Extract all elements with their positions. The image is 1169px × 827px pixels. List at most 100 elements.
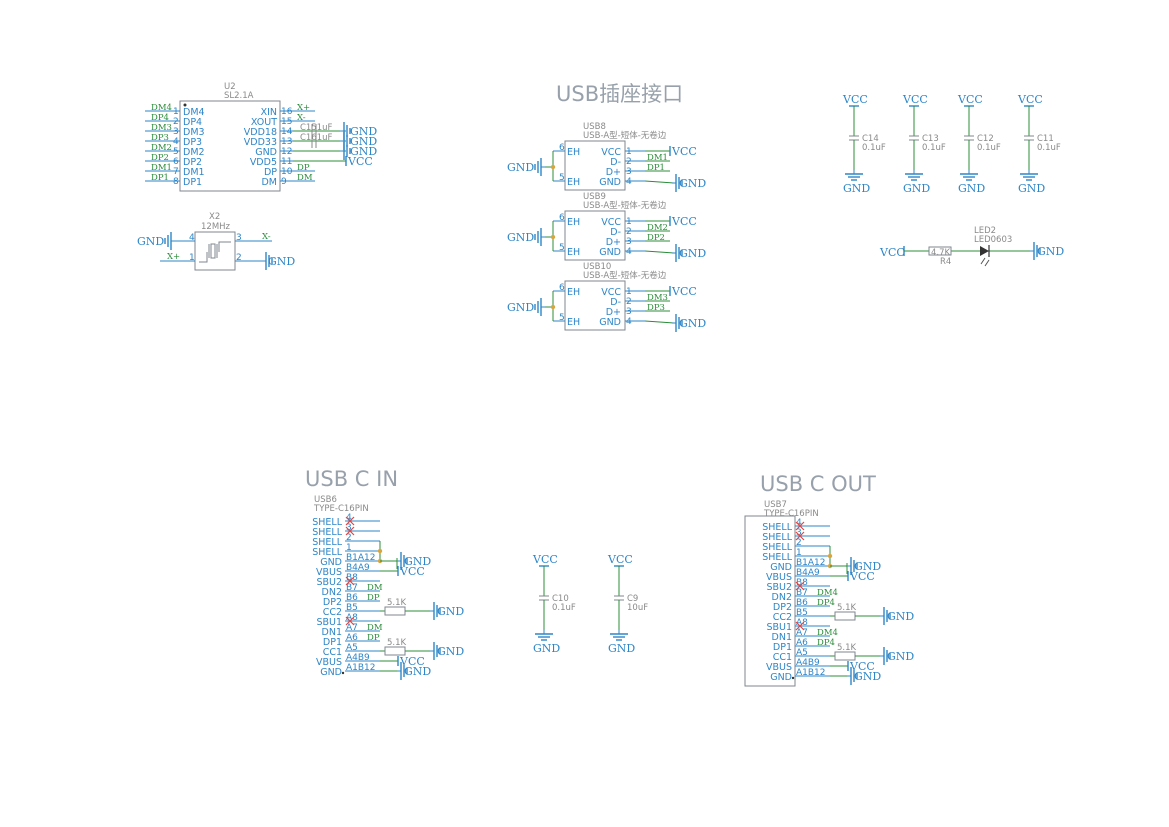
- u2-net-label: DP: [297, 163, 310, 173]
- usb-a-pin-name: GND: [599, 177, 621, 188]
- typec-pin-number: B4A9: [796, 568, 820, 578]
- u2-pin-name: GND: [255, 147, 277, 158]
- typec-net-label: DM: [367, 623, 383, 633]
- typec-marker-dot: [791, 676, 795, 680]
- u2-pin-number: 12: [281, 147, 292, 157]
- typec-pin-number: A1B12: [796, 668, 826, 678]
- x2-net-xm: X-: [262, 232, 271, 242]
- u2-pin-name: DM3: [183, 127, 205, 138]
- resistor-value: 5.1K: [387, 638, 407, 648]
- gnd-label: GND: [679, 317, 706, 330]
- no-connect-mark: [795, 531, 805, 541]
- u2-decoupling: C151uF C161uF GND GND GND VCC: [293, 121, 377, 168]
- typec-pin-name: SHELL: [312, 527, 342, 538]
- gnd-label: GND: [843, 182, 870, 195]
- vcc-label: VCC: [347, 155, 373, 168]
- u2-pin-number: 8: [173, 177, 179, 187]
- typec-pin-name: SHELL: [762, 522, 792, 533]
- typec-pin-name: VBUS: [316, 657, 342, 668]
- typec-pin-name: SBU2: [316, 577, 342, 588]
- cap-value: 0.1uF: [1037, 143, 1061, 153]
- x2-crystal[interactable]: X2 12MHz 4 1 3 2 X- X+ GND GND: [137, 212, 295, 271]
- typec-net-label: DM4: [817, 588, 838, 598]
- usb-a-ref: USB8: [583, 122, 606, 132]
- c15-label: C151uF: [300, 123, 333, 133]
- usb-a-pin-number: 4: [626, 317, 632, 327]
- cc2-resistor: [384, 606, 406, 616]
- usb-a-pin-number: 3: [626, 167, 632, 177]
- vcc-label: VCC: [849, 660, 875, 673]
- led-indicator[interactable]: VCC 4.7K R4 LED2 LED0603 GND: [879, 226, 1064, 267]
- no-connect-mark: [795, 521, 805, 531]
- u2-pin-number: 4: [173, 137, 179, 147]
- u2-pin-number: 5: [173, 147, 179, 157]
- usb-a-net-dp: DP2: [647, 233, 665, 243]
- gnd-label: GND: [404, 665, 431, 678]
- typec-pin-number: A4B9: [796, 658, 820, 668]
- usb-a-pin-number: 4: [626, 177, 632, 187]
- usb-a-pin-number: 6: [559, 143, 565, 153]
- usb-a-pin-name: GND: [599, 247, 621, 258]
- usb-a-pin-number: 5: [559, 313, 565, 323]
- junction-dot: [550, 164, 556, 170]
- typec-pin-number: B6: [796, 598, 808, 608]
- u2-pin-number: 2: [173, 117, 179, 127]
- gnd-label: GND: [507, 231, 534, 244]
- typec-pin-number: A8: [796, 618, 808, 628]
- usb-a-pin-name: D-: [610, 297, 621, 308]
- cap-value: 0.1uF: [862, 143, 886, 153]
- led-value: LED0603: [974, 235, 1012, 245]
- gnd-label: GND: [404, 555, 431, 568]
- u2-pin-number: 15: [281, 117, 292, 127]
- u2-pin-number: 14: [281, 127, 293, 137]
- typec-pin-number: B1A12: [346, 553, 376, 563]
- typec-pin-name: DP1: [773, 642, 792, 653]
- u2-net-label: DM: [297, 173, 313, 183]
- typec-pin-name: CC2: [323, 607, 342, 618]
- usb-a-pin-number: 3: [626, 307, 632, 317]
- typec-pin-number: A6: [346, 633, 358, 643]
- vcc-label: VCC: [1017, 93, 1043, 106]
- vcc-label: VCC: [532, 553, 558, 566]
- usb-a-pin-number: 3: [626, 237, 632, 247]
- typec-pin-number: 3: [346, 523, 352, 533]
- r4-value: 4.7K: [931, 248, 951, 258]
- typec-pin-number: 4: [796, 518, 802, 528]
- u2-pin-name: DP: [264, 167, 277, 178]
- usb-a-net-dp: DP3: [647, 303, 665, 313]
- gnd-symbol: [164, 231, 176, 251]
- usb-a-body: [564, 280, 626, 331]
- typec-pin-name: GND: [320, 557, 342, 568]
- gnd-label: GND: [1037, 245, 1064, 258]
- typec-pin-name: GND: [770, 672, 792, 683]
- cap-ref: C9: [627, 594, 638, 604]
- typec-pin-name: DN1: [772, 632, 792, 643]
- usb-a-pin-number: 2: [626, 157, 632, 167]
- typec-pin-number: B4A9: [346, 563, 370, 573]
- gnd-label: GND: [854, 560, 881, 573]
- usb-a-pin-name: VCC: [601, 217, 621, 228]
- cc1-resistor: [384, 646, 406, 656]
- typec-value: TYPE-C16PIN: [313, 504, 369, 514]
- typec-net-label: DM4: [817, 628, 838, 638]
- cap-ref: C13: [922, 134, 939, 144]
- vcc-label: VCC: [902, 93, 928, 106]
- no-connect-mark: [795, 621, 805, 631]
- u2-pin-name: VDD18: [244, 127, 277, 138]
- u2-pin-number: 10: [281, 167, 293, 177]
- gnd-label: GND: [350, 145, 377, 158]
- gnd-label: GND: [887, 610, 914, 623]
